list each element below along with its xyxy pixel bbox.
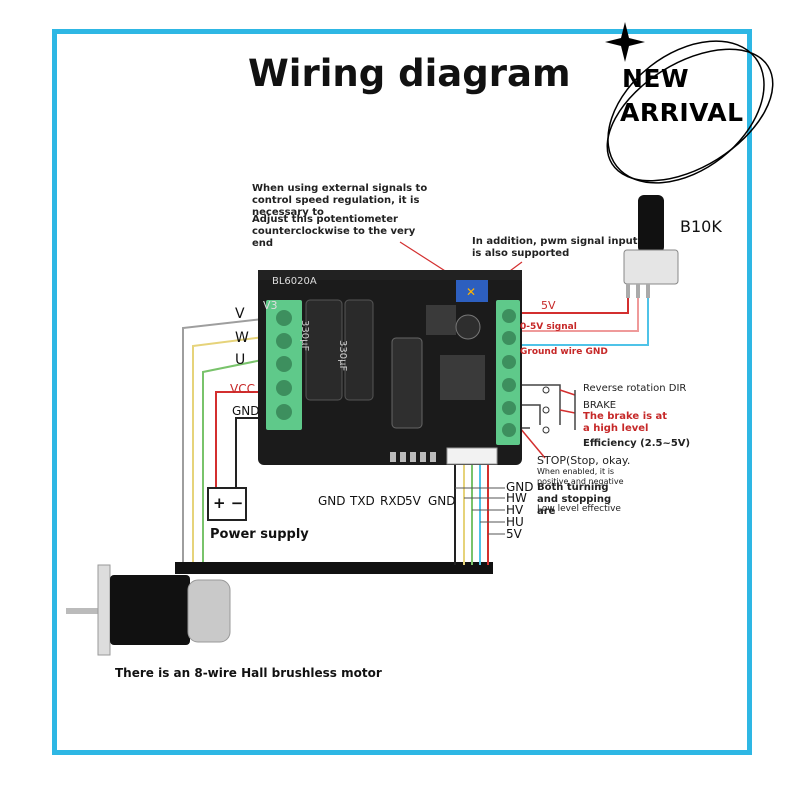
note-efficiency: Efficiency (2.5~5V) [583, 438, 691, 449]
note-brake-high: The brake is at a high level [583, 411, 668, 434]
motor-label: There is an 8-wire Hall brushless motor [115, 666, 382, 680]
motor-shaft [66, 608, 104, 614]
wire-vcc [215, 391, 272, 488]
wire-u [202, 357, 273, 565]
cap-label-1: 330µF [299, 320, 310, 352]
note-external-signal: When using external signals to control s… [252, 183, 428, 218]
hall-pin-5v: 5V [506, 527, 522, 541]
note-reverse: Reverse rotation DIR [583, 383, 687, 394]
badge-arrival: ARRIVAL [620, 98, 744, 127]
battery-box [207, 487, 247, 521]
hall-pin-hu: HU [506, 515, 524, 529]
note-pwm: In addition, pwm signal input is also su… [472, 236, 638, 259]
power-supply-label: Power supply [210, 527, 309, 542]
page-title: Wiring diagram [248, 52, 571, 95]
hall-pin-gnd: GND [506, 480, 534, 494]
note-stop: STOP(Stop, okay. [537, 454, 631, 467]
label-gnd: GND [232, 404, 260, 418]
label-v: V [235, 306, 245, 322]
svg-text:✕: ✕ [466, 285, 476, 299]
label-5v-pot: 5V [541, 299, 556, 312]
wire-v [182, 317, 273, 565]
bottom-pin-gnd2: GND [428, 494, 456, 508]
b10k-knob [638, 195, 664, 253]
wire-w [192, 335, 273, 565]
cap-label-2: 330µF [337, 340, 348, 372]
hall-connector [446, 447, 498, 465]
bottom-pin-rxd: RXD [380, 494, 406, 508]
diagram-frame [52, 29, 752, 755]
bottom-pin-txd: TXD [350, 494, 375, 508]
badge-new: NEW [622, 64, 690, 93]
potentiometer-label: B10K [680, 217, 722, 236]
onboard-potentiometer [456, 280, 488, 302]
hall-pin-hv: HV [506, 503, 524, 517]
bottom-pin-gnd: GND [318, 494, 346, 508]
note-both: Both turning and stopping are [537, 482, 612, 517]
label-ground-wire: Ground wire GND [520, 347, 608, 357]
battery-symbol: + − [213, 494, 244, 512]
label-signal: 0-5V signal [520, 322, 577, 332]
motor-cable-bar [175, 562, 493, 574]
bottom-pin-5v: 5V [405, 494, 421, 508]
note-adjust-pot: Adjust this potentiometer counterclockwi… [252, 214, 416, 249]
note-low-level: Low level effective [537, 504, 621, 514]
label-vcc: VCC [230, 382, 255, 396]
label-w: W [235, 330, 249, 346]
note-brake: BRAKE [583, 400, 617, 411]
note-stop-detail: When enabled, it is positive and negativ… [537, 467, 624, 486]
b10k-body [623, 249, 679, 285]
motor-endcap [187, 579, 231, 643]
mcu-chip [440, 355, 485, 400]
board-model: BL6020A [272, 276, 317, 287]
hall-pin-hw: HW [506, 491, 527, 505]
motor-body [110, 575, 190, 645]
label-u: U [235, 352, 246, 368]
board-version: V3 [263, 299, 278, 312]
